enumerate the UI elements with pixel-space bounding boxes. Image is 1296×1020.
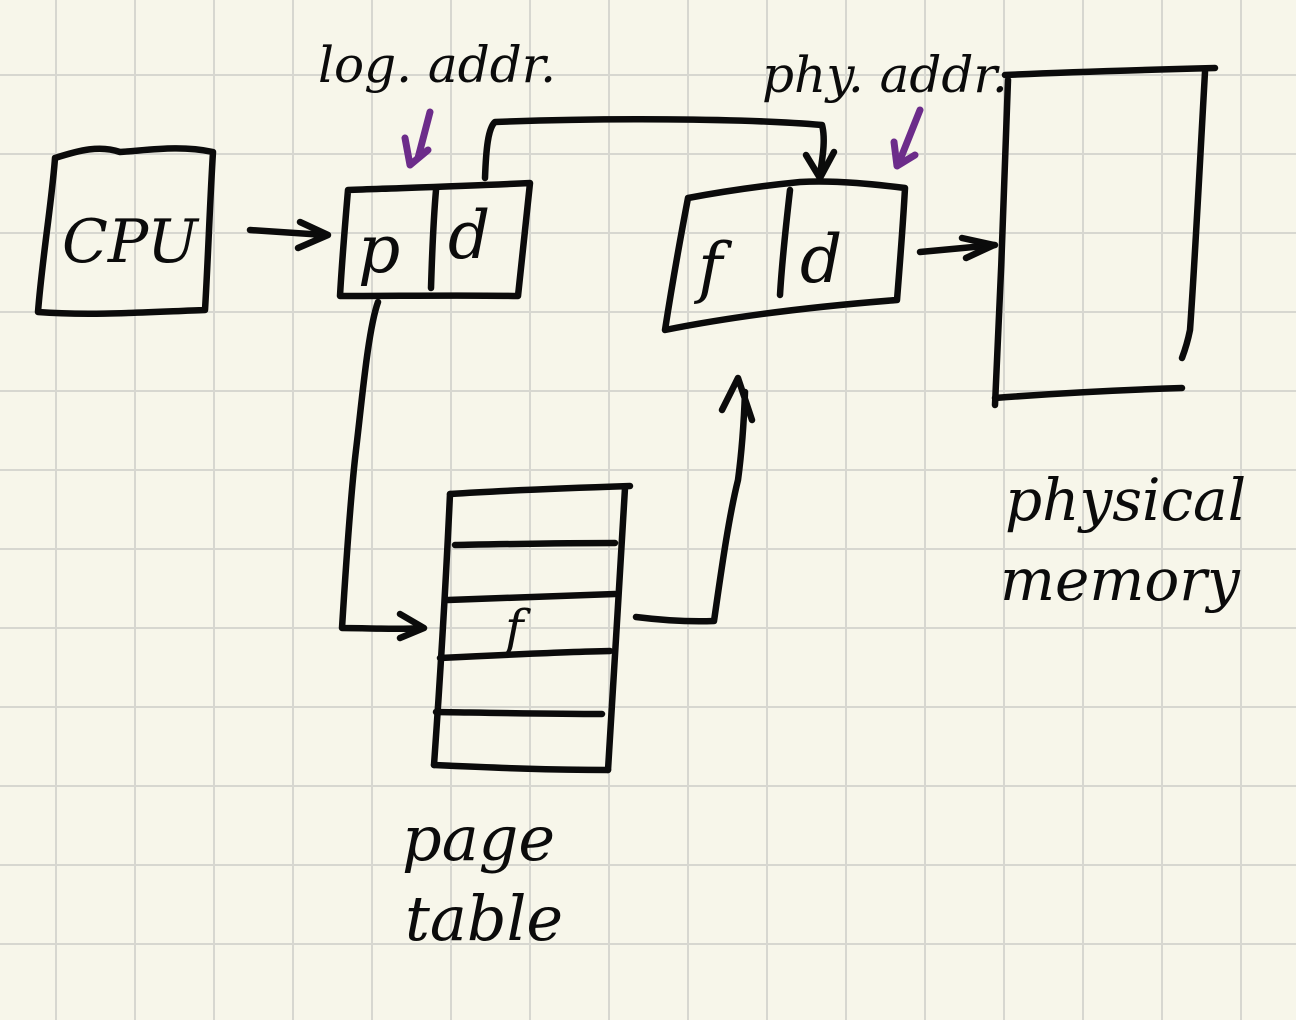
offset-cell: d [448,197,490,274]
page-number-cell: p [358,211,400,288]
frame-number-cell: f [693,229,733,306]
physical-memory-label-line2: memory [1000,546,1241,614]
page-table-entry-frame: f [501,599,531,657]
arrow-offset-copy [481,116,838,182]
physical-offset-cell: d [800,221,842,298]
page-table-label-line1: page [402,802,555,875]
physical-memory-box [991,64,1219,409]
logical-address-marker-arrow [401,108,434,169]
arrow-cpu-to-logical [246,218,332,252]
page-table-row-divider [436,647,614,662]
physical-address-label: phy. addr. [762,46,1008,104]
physical-address-box: f d [661,178,909,334]
logical-address-label: log. addr. [318,36,556,94]
arrow-page-number-to-table [338,298,428,642]
logical-address-box: p d [336,179,534,300]
arrow-to-physical-memory [916,234,999,262]
physical-address-marker-arrow [890,106,924,170]
page-table-row-divider [444,590,619,604]
page-table-row-divider [432,708,606,718]
cpu-label: CPU [62,207,200,277]
page-table: f [430,482,634,774]
physical-memory-label-line1: physical [1005,466,1246,534]
arrow-table-to-frame [632,374,756,625]
page-table-row-divider [451,539,619,549]
page-table-label-line2: table [405,882,563,955]
cpu-box: CPU [34,145,217,317]
